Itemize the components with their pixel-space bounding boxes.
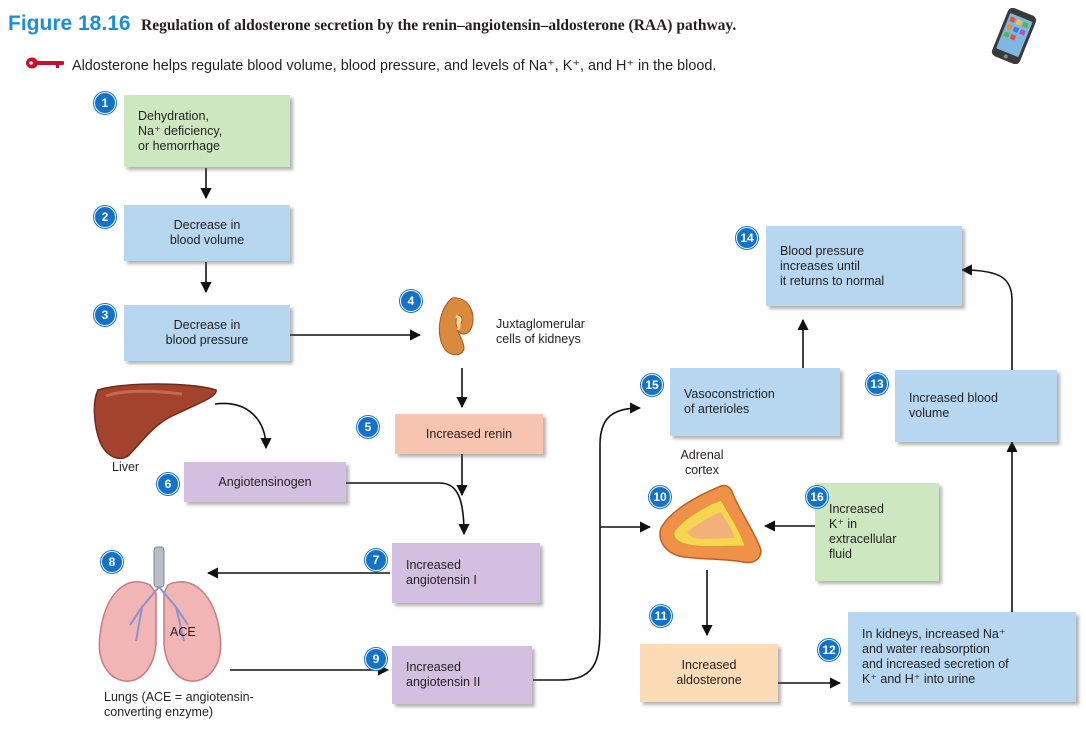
juxtaglomerular-label: Juxtaglomerular cells of kidneys (496, 317, 585, 346)
step11-box: Increased aldosterone (640, 644, 778, 702)
badge-6: 6 (157, 473, 179, 495)
badge-9: 9 (365, 648, 387, 670)
step9-box: Increased angiotensin II (392, 646, 532, 704)
liver-label: Liver (112, 460, 140, 474)
key-icon (26, 57, 64, 69)
badge-10: 10 (649, 486, 671, 508)
kidney-icon (438, 297, 474, 356)
arrow-liver-to-6 (214, 402, 272, 450)
ace-label: ACE (170, 625, 196, 639)
figure-heading: Figure 18.16 Regulation of aldosterone s… (8, 12, 736, 36)
arrow-9-to-15 (533, 402, 642, 681)
step3-box: Decrease in blood pressure (124, 305, 290, 361)
badge-7: 7 (365, 549, 387, 571)
figure-number: Figure 18.16 (8, 12, 131, 35)
step14-box: Blood pressure increases until it return… (766, 226, 962, 306)
badge-1: 1 (94, 92, 116, 114)
badge-3: 3 (94, 304, 116, 326)
badge-4: 4 (400, 290, 422, 312)
badge-16: 16 (806, 486, 828, 508)
arrow-13-to-14 (960, 264, 1013, 370)
badge-12: 12 (818, 639, 840, 661)
step12-box: In kidneys, increased Na⁺ and water reab… (848, 612, 1076, 702)
badge-13: 13 (866, 373, 888, 395)
adrenal-cortex-label: Adrenal cortex (680, 448, 724, 477)
badge-14: 14 (736, 227, 758, 249)
step1-box: Dehydration, Na⁺ deficiency, or hemorrha… (124, 95, 290, 167)
step5-box: Increased renin (395, 414, 543, 454)
step15-box: Vasoconstriction of arterioles (670, 368, 840, 436)
lungs-icon (98, 546, 222, 682)
step2-box: Decrease in blood volume (124, 205, 290, 261)
arrow-6-to-7 (345, 482, 470, 536)
figure-subtitle: Aldosterone helps regulate blood volume,… (72, 58, 717, 74)
badge-2: 2 (94, 206, 116, 228)
badge-5: 5 (357, 416, 379, 438)
badge-11: 11 (650, 605, 672, 627)
step7-box: Increased angiotensin I (392, 543, 540, 603)
lungs-label: Lungs (ACE = angiotensin- converting enz… (104, 690, 254, 719)
smartphone-icon (991, 8, 1037, 64)
badge-8: 8 (101, 551, 123, 573)
adrenal-gland-icon (659, 484, 762, 564)
step13-box: Increased blood volume (895, 370, 1057, 442)
step6-box: Angiotensinogen (184, 462, 346, 502)
badge-15: 15 (641, 374, 663, 396)
step16-box: Increased K⁺ in extracellular fluid (815, 483, 939, 581)
figure-title: Regulation of aldosterone secretion by t… (141, 17, 737, 34)
liver-icon (93, 383, 217, 460)
